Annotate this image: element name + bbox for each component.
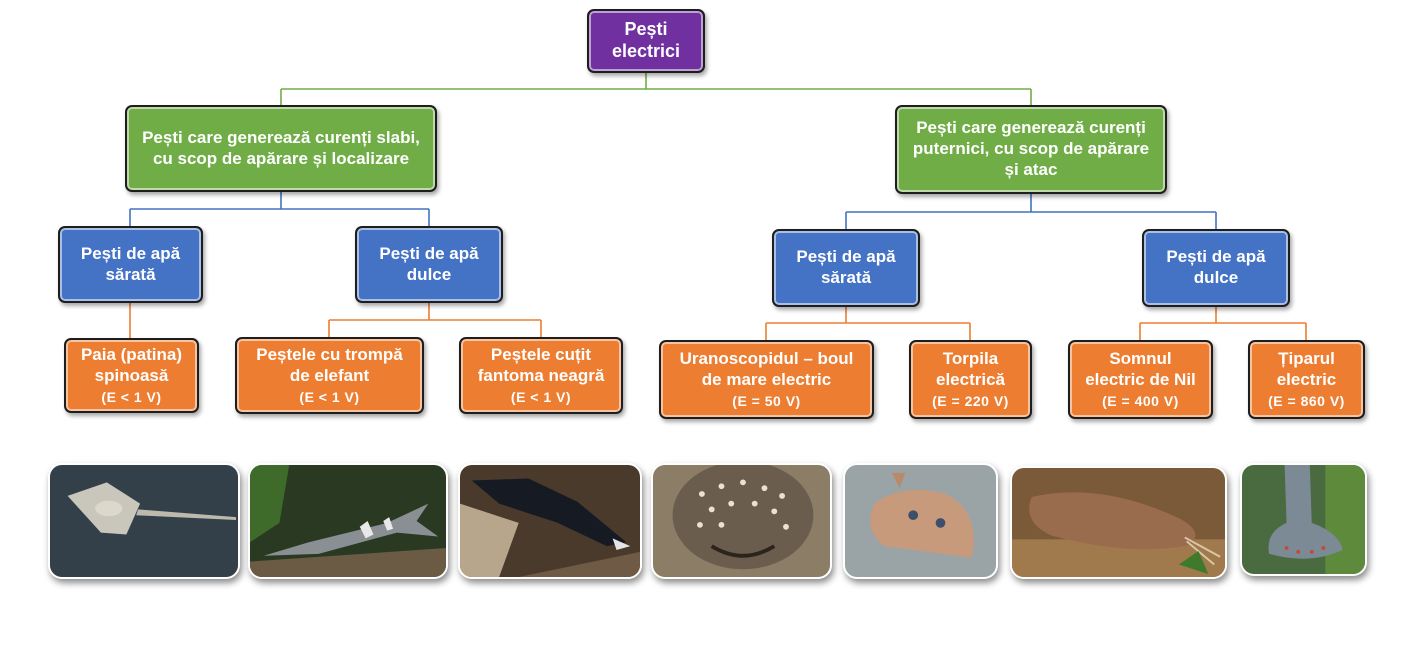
species-name: Torpila electrică — [936, 349, 1005, 389]
group-weak-currents: Pești care generează curenți slabi, cu s… — [125, 105, 437, 192]
species-elephantnose-fish: Peștele cu trompă de elefant (E < 1 V) — [235, 337, 424, 414]
species-stargazer: Uranoscopidul – boul de mare electric (E… — [659, 340, 874, 419]
species-voltage: (E < 1 V) — [510, 388, 572, 405]
elephantnose-fish-photo — [248, 463, 448, 579]
species-spiny-ray: Paia (patina) spinoasă (E < 1 V) — [64, 338, 199, 413]
group-strong-currents: Pești care generează curenți puternici, … — [895, 105, 1167, 194]
species-name: Paia (patina) spinoasă — [80, 345, 183, 385]
species-black-ghost-knifefish: Peștele cuțit fantoma neagră (E < 1 V) — [459, 337, 623, 414]
black-ghost-knifefish-photo — [458, 463, 642, 579]
group-strong-label: Pești care generează curenți puternici, … — [912, 118, 1150, 179]
species-voltage: (E = 220 V) — [932, 392, 1009, 409]
species-electric-eel: Țiparul electric (E = 860 V) — [1248, 340, 1365, 419]
species-name: Peștele cuțit fantoma neagră — [477, 345, 605, 385]
species-voltage: (E = 860 V) — [1268, 392, 1345, 409]
habitat-label: Pești de apă dulce — [1166, 247, 1266, 287]
stargazer-photo — [651, 463, 832, 579]
habitat-label: Pești de apă sărată — [80, 243, 181, 284]
electric-eel-photo — [1240, 463, 1367, 576]
species-name: Țiparul electric — [1276, 349, 1337, 389]
species-voltage: (E = 400 V) — [1102, 392, 1179, 409]
habitat-strong-freshwater: Pești de apă dulce — [1142, 229, 1290, 307]
torpedo-ray-photo — [843, 463, 998, 579]
habitat-label: Pești de apă sărată — [796, 247, 896, 287]
species-electric-catfish: Somnul electric de Nil (E = 400 V) — [1068, 340, 1213, 419]
species-torpedo-ray: Torpila electrică (E = 220 V) — [909, 340, 1032, 419]
species-name: Uranoscopidul – boul de mare electric — [679, 349, 854, 389]
species-voltage: (E = 50 V) — [732, 392, 801, 409]
species-voltage: (E < 1 V) — [299, 388, 360, 405]
electric-catfish-photo — [1010, 466, 1227, 579]
habitat-weak-freshwater: Pești de apă dulce — [355, 226, 503, 303]
stingray-photo — [48, 463, 240, 579]
habitat-strong-saltwater: Pești de apă sărată — [772, 229, 920, 307]
habitat-weak-saltwater: Pești de apă sărată — [58, 226, 203, 303]
species-name: Peștele cu trompă de elefant — [256, 345, 403, 385]
root-node: Pești electrici — [587, 9, 705, 73]
species-name: Somnul electric de Nil — [1085, 349, 1196, 389]
species-voltage: (E < 1 V) — [101, 388, 162, 405]
group-weak-label: Pești care generează curenți slabi, cu s… — [142, 127, 420, 168]
habitat-label: Pești de apă dulce — [379, 243, 479, 284]
root-label: Pești electrici — [611, 19, 681, 61]
